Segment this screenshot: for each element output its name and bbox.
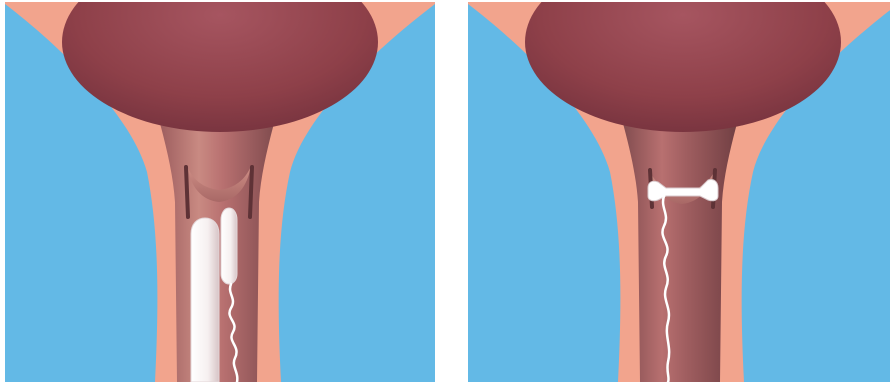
- panel-left-illustration: [5, 2, 435, 382]
- applicator-tube: [191, 218, 219, 382]
- tampon-tip: [221, 208, 237, 284]
- left-diagram: [5, 2, 435, 382]
- right-diagram: [468, 2, 890, 382]
- panel-right-illustration: [468, 2, 890, 382]
- fornix-right-edge: [250, 167, 252, 217]
- fornix-left-edge: [186, 167, 188, 217]
